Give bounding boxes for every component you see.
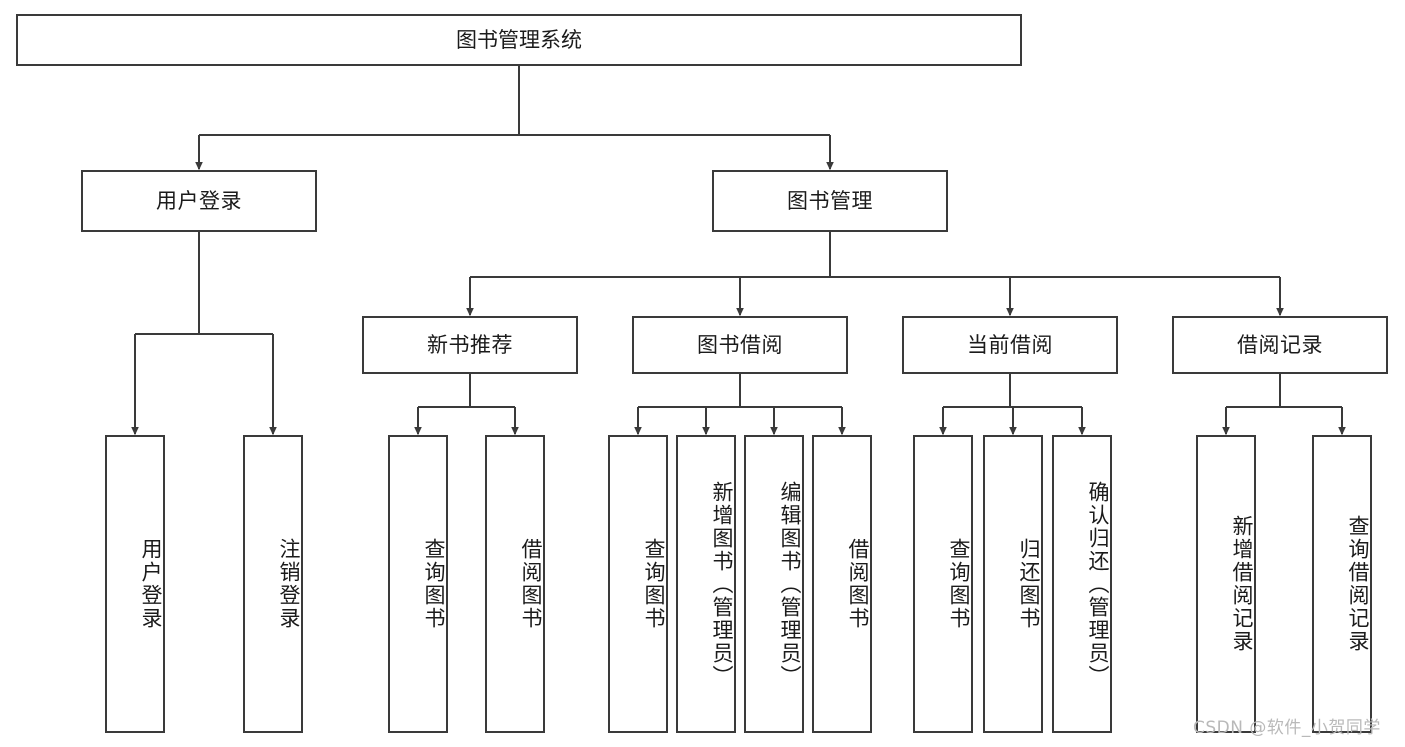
node-leaf-edit-book-label: 编辑图书（管理员） — [778, 480, 802, 688]
node-leaf-add-record-label: 新增借阅记录 — [1230, 515, 1254, 653]
node-leaf-user-login[interactable]: 用户登录 — [105, 435, 165, 733]
node-new-book-recommend-label: 新书推荐 — [427, 332, 513, 357]
node-leaf-query-book-3[interactable]: 查询图书 — [913, 435, 973, 733]
node-leaf-user-login-label: 用户登录 — [139, 538, 163, 630]
node-book-manage-label: 图书管理 — [787, 188, 873, 213]
node-leaf-query-book-2[interactable]: 查询图书 — [608, 435, 668, 733]
node-leaf-query-book-1-label: 查询图书 — [422, 538, 446, 630]
node-current-borrow-label: 当前借阅 — [967, 332, 1053, 357]
node-borrow-record-label: 借阅记录 — [1237, 332, 1323, 357]
node-leaf-return-book[interactable]: 归还图书 — [983, 435, 1043, 733]
node-leaf-logout[interactable]: 注销登录 — [243, 435, 303, 733]
node-leaf-add-record[interactable]: 新增借阅记录 — [1196, 435, 1256, 733]
node-leaf-query-record-label: 查询借阅记录 — [1346, 515, 1370, 653]
node-user-login-label: 用户登录 — [156, 188, 242, 213]
node-leaf-query-book-1[interactable]: 查询图书 — [388, 435, 448, 733]
node-leaf-query-record[interactable]: 查询借阅记录 — [1312, 435, 1372, 733]
node-root[interactable]: 图书管理系统 — [16, 14, 1022, 66]
node-leaf-confirm-return[interactable]: 确认归还（管理员） — [1052, 435, 1112, 733]
node-book-borrow[interactable]: 图书借阅 — [632, 316, 848, 374]
node-new-book-recommend[interactable]: 新书推荐 — [362, 316, 578, 374]
node-leaf-return-book-label: 归还图书 — [1017, 538, 1041, 630]
node-current-borrow[interactable]: 当前借阅 — [902, 316, 1118, 374]
node-borrow-record[interactable]: 借阅记录 — [1172, 316, 1388, 374]
node-leaf-borrow-book-1[interactable]: 借阅图书 — [485, 435, 545, 733]
node-leaf-borrow-book-2[interactable]: 借阅图书 — [812, 435, 872, 733]
node-root-label: 图书管理系统 — [456, 27, 582, 52]
node-leaf-confirm-return-label: 确认归还（管理员） — [1086, 480, 1110, 688]
node-book-borrow-label: 图书借阅 — [697, 332, 783, 357]
node-leaf-edit-book[interactable]: 编辑图书（管理员） — [744, 435, 804, 733]
node-leaf-query-book-2-label: 查询图书 — [642, 538, 666, 630]
node-leaf-borrow-book-2-label: 借阅图书 — [846, 538, 870, 630]
node-user-login[interactable]: 用户登录 — [81, 170, 317, 232]
node-leaf-borrow-book-1-label: 借阅图书 — [519, 538, 543, 630]
node-leaf-add-book-label: 新增图书（管理员） — [710, 480, 734, 688]
node-leaf-query-book-3-label: 查询图书 — [947, 538, 971, 630]
node-book-manage[interactable]: 图书管理 — [712, 170, 948, 232]
watermark: CSDN @软件_小贺同学 — [1193, 718, 1381, 738]
node-leaf-logout-label: 注销登录 — [277, 538, 301, 630]
node-leaf-add-book[interactable]: 新增图书（管理员） — [676, 435, 736, 733]
